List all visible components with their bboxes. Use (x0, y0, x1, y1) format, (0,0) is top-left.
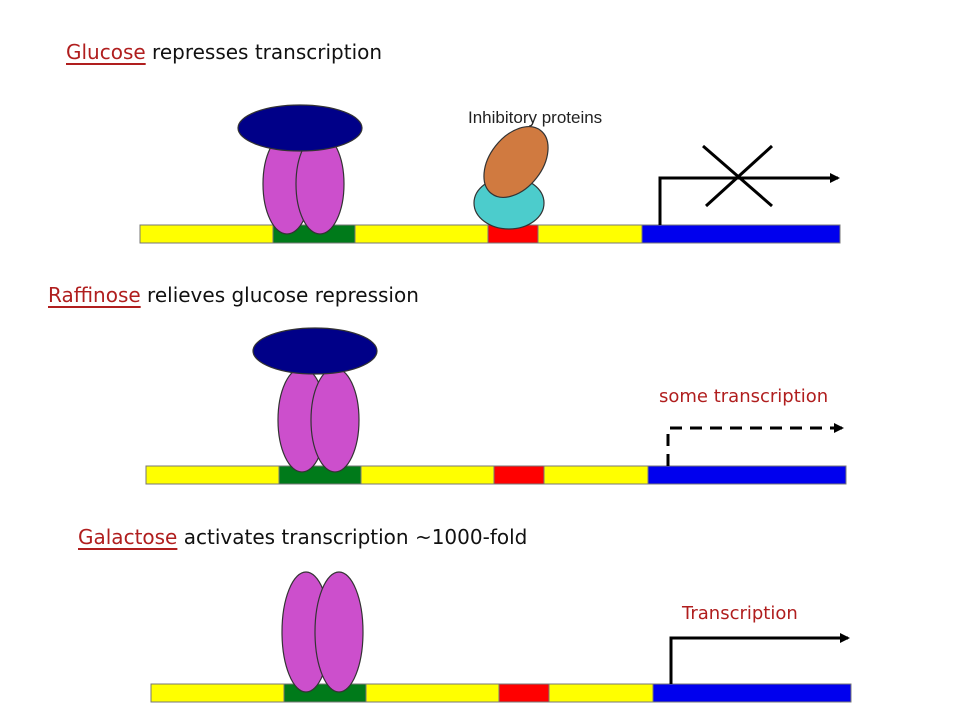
some-transcription-label: some transcription (659, 386, 829, 407)
raffinose-keyword: Raffinose (48, 283, 141, 307)
transcription-arrow (658, 173, 840, 225)
panel1-blocked-transcription-arrow (658, 144, 840, 225)
panel3-heading: Galactose activates transcription ~1000-… (78, 525, 527, 549)
panel1-dna-strand (139, 224, 841, 244)
panel2-activator-dimer (277, 367, 360, 473)
galactose-keyword: Galactose (78, 525, 178, 549)
panel2-partial-transcription-arrow (666, 423, 844, 466)
urs-site (493, 465, 545, 485)
urs-site (498, 683, 550, 703)
panel1-activator-dimer (262, 133, 345, 235)
dna-segment (150, 683, 285, 703)
dna-segment (548, 683, 654, 703)
panel2-repressor-cap (252, 327, 378, 375)
panel3-dna-strand (150, 683, 852, 703)
activator-monomer (314, 571, 364, 693)
panel2-heading-rest: relieves glucose repression (140, 283, 419, 307)
inhibitor-protein-top (483, 126, 549, 198)
panel3-heading-rest: activates transcription ~1000-fold (177, 525, 528, 549)
panel2-dna-strand (145, 465, 847, 485)
dna-segment (360, 465, 495, 485)
inhibitory-proteins-label: Inhibitory proteins (468, 108, 603, 127)
dna-segment (145, 465, 280, 485)
dna-segment (543, 465, 649, 485)
panel1-heading: Glucose represses transcription (66, 40, 382, 64)
panel3-active-transcription-arrow (669, 633, 850, 684)
transcription-label: Transcription (682, 603, 798, 624)
glucose-keyword: Glucose (66, 40, 146, 64)
panel3-activator-dimer (281, 571, 364, 693)
panel2-heading: Raffinose relieves glucose repression (48, 283, 419, 307)
dna-segment (365, 683, 500, 703)
block-cross-line (704, 144, 774, 208)
activator-monomer (310, 367, 360, 473)
panel1-heading-rest: represses transcription (145, 40, 383, 64)
gene-region (647, 465, 847, 485)
gene-region (652, 683, 852, 703)
uas-site (278, 465, 362, 485)
dna-segment (139, 224, 274, 244)
dna-segment (537, 224, 643, 244)
panel1-repressor-cap (237, 104, 363, 152)
gene-region (641, 224, 841, 244)
panel1-inhibitory-proteins (473, 126, 549, 230)
dna-segment (354, 224, 489, 244)
